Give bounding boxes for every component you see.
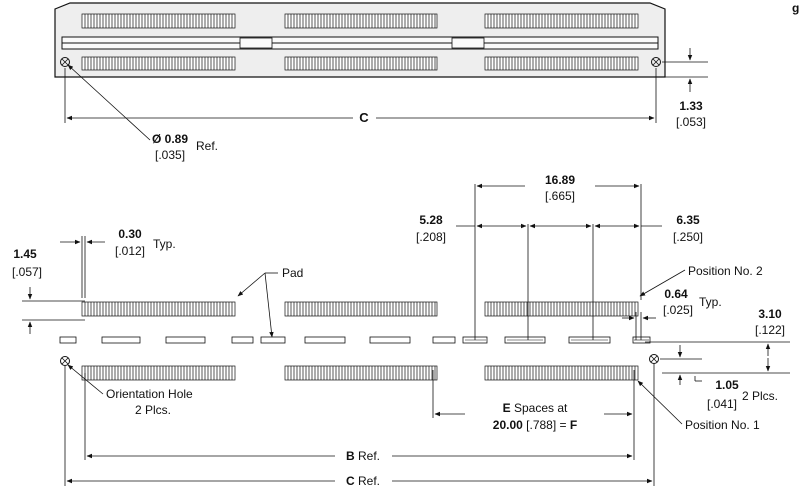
footprint-upper-pad-row bbox=[484, 301, 639, 317]
hole-offset-suffix: 2 Plcs. bbox=[742, 389, 778, 403]
top-lower-contact-bank bbox=[81, 56, 236, 71]
edge-dimension-inch: [.053] bbox=[676, 115, 706, 129]
top-lower-contact-bank bbox=[284, 56, 438, 71]
top-contact-banks bbox=[81, 13, 639, 71]
footprint-hole-right bbox=[649, 354, 659, 364]
pad-width-inch: [.012] bbox=[115, 244, 145, 258]
b-ref-suffix: Ref. bbox=[355, 449, 380, 463]
right-pitch-inch: [.250] bbox=[673, 230, 703, 244]
span-value: 16.89 bbox=[545, 173, 575, 187]
footprint-slot bbox=[260, 336, 286, 344]
position2-label: Position No. 2 bbox=[688, 264, 763, 278]
position1-label: Position No. 1 bbox=[685, 418, 760, 432]
hole-offset-inch: [.041] bbox=[707, 397, 737, 411]
diameter-leader bbox=[67, 64, 151, 141]
footprint-slot bbox=[231, 336, 254, 344]
footprint-slots bbox=[59, 336, 651, 344]
footprint-lower-pad-row bbox=[484, 365, 639, 381]
footprint-lower-pad-row bbox=[284, 365, 438, 381]
c-ref-label: C Ref. bbox=[346, 474, 380, 488]
pad-label: Pad bbox=[282, 266, 303, 280]
footprint-upper-pad-row bbox=[284, 301, 438, 317]
top-upper-contact-bank bbox=[484, 13, 639, 29]
c-ref-suffix: Ref. bbox=[355, 474, 380, 488]
b-ref-label: B Ref. bbox=[346, 449, 380, 463]
pitch-suffix: Typ. bbox=[699, 295, 722, 309]
spaces-text: Spaces at bbox=[511, 401, 568, 415]
top-upper-contact-bank bbox=[284, 13, 438, 29]
left-pitch-inch: [.208] bbox=[416, 230, 446, 244]
spaces-value: 20.00 bbox=[493, 418, 523, 432]
footprint-slot bbox=[369, 336, 411, 344]
left-pitch-value: 5.28 bbox=[419, 213, 443, 227]
top-upper-contact-bank bbox=[81, 13, 236, 29]
footprint-slot bbox=[165, 336, 206, 344]
diameter-inch: [.035] bbox=[155, 148, 185, 162]
footprint-slot bbox=[432, 336, 456, 344]
c-dimension-label: C bbox=[359, 110, 369, 125]
row-offset-inch: [.057] bbox=[12, 265, 42, 279]
orientation-label-line1: Orientation Hole bbox=[106, 387, 193, 401]
footprint-slot bbox=[101, 336, 141, 344]
pad-width-suffix: Typ. bbox=[153, 237, 176, 251]
orientation-label-line2: 2 Plcs. bbox=[135, 403, 171, 417]
spaces-line2: 20.00 [.788] = F bbox=[493, 418, 577, 432]
c-ref-letter: C bbox=[346, 474, 355, 488]
pad-width-value: 0.30 bbox=[118, 227, 142, 241]
span-inch: [.665] bbox=[545, 189, 575, 203]
top-view: C 1.33 [.053] Ø 0.89 Ref. [.035] bbox=[54, 2, 708, 162]
footprint-lower-pad-row bbox=[81, 365, 236, 381]
spaces-line1: E Spaces at bbox=[503, 401, 568, 415]
orientation-hole-right bbox=[651, 57, 661, 67]
top-lower-contact-bank bbox=[484, 56, 639, 71]
hole-offset-value: 1.05 bbox=[715, 378, 739, 392]
b-ref-letter: B bbox=[346, 449, 355, 463]
edge-dimension-value: 1.33 bbox=[679, 99, 703, 113]
pitch-value: 0.64 bbox=[664, 287, 688, 301]
row-offset-value: 1.45 bbox=[13, 247, 37, 261]
diameter-value: Ø 0.89 bbox=[152, 132, 188, 146]
right-pitch-value: 6.35 bbox=[676, 213, 700, 227]
page-letter: g bbox=[792, 1, 799, 15]
row-spacing-inch: [.122] bbox=[755, 323, 785, 337]
spaces-result: F bbox=[570, 418, 577, 432]
spaces-letter: E bbox=[503, 401, 511, 415]
footprint-view: 16.89 [.665] 5.28 [.208] 6.35 [.250] 0.3… bbox=[12, 173, 790, 488]
footprint-upper-pad-row bbox=[81, 301, 236, 317]
diameter-suffix: Ref. bbox=[196, 139, 218, 153]
footprint-pad-rows bbox=[81, 301, 639, 381]
footprint-slot bbox=[59, 336, 77, 344]
footprint-slot bbox=[304, 336, 346, 344]
pitch-inch: [.025] bbox=[663, 303, 693, 317]
footprint-hole-left bbox=[60, 356, 70, 366]
orientation-hole-left bbox=[60, 57, 70, 67]
spaces-inch: [.788] = bbox=[523, 418, 570, 432]
row-spacing-value: 3.10 bbox=[758, 307, 782, 321]
